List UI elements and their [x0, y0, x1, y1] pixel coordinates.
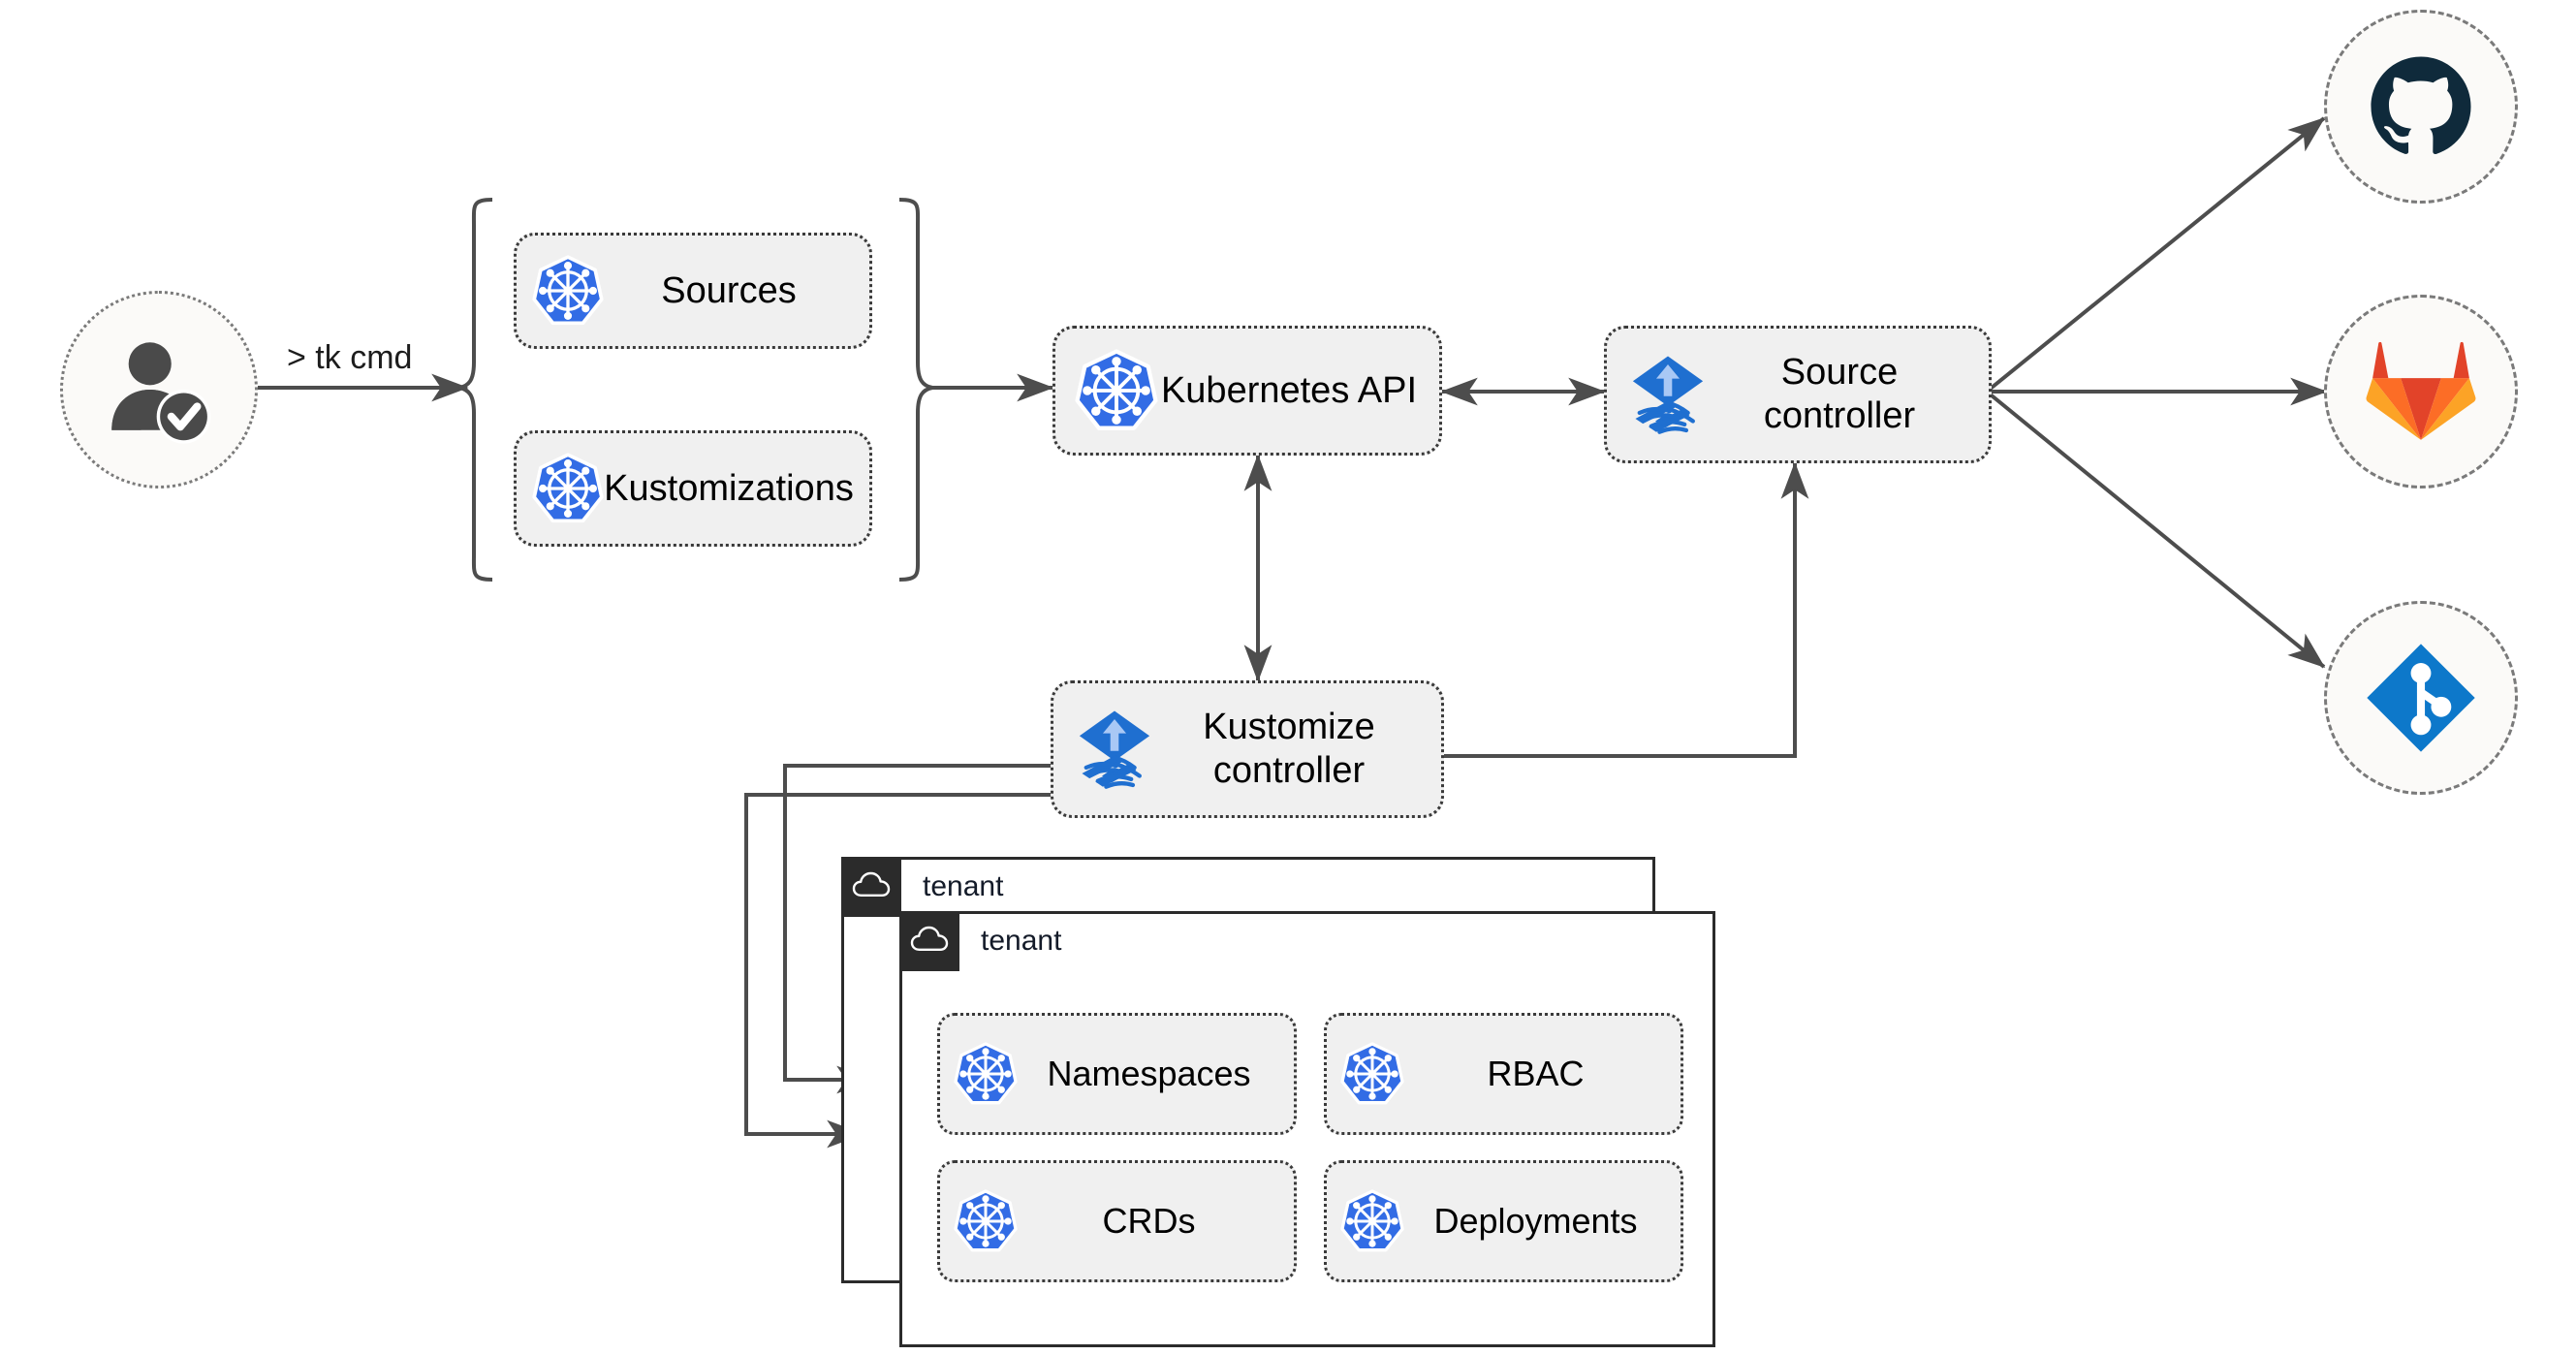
tenant-header: tenant [841, 857, 1003, 917]
edge-source-to-git [1985, 390, 2326, 669]
edge-kustomize-to-source [1442, 461, 1809, 758]
right-curly-brace [898, 198, 933, 582]
repo-gitlab[interactable] [2324, 295, 2518, 488]
flux-icon [1073, 708, 1156, 791]
tenant-window-2[interactable]: tenant Namespaces RBAC CRDs [899, 911, 1715, 1347]
user-check-icon [103, 333, 215, 446]
tenant-resource-label: Namespaces [1047, 1053, 1251, 1093]
kubernetes-icon [954, 1042, 1018, 1106]
tenant-label: tenant [923, 870, 1004, 902]
tenant-label: tenant [981, 925, 1062, 957]
tenant-resource-crds[interactable]: CRDs [937, 1160, 1297, 1282]
github-icon [2371, 56, 2471, 154]
cli-command-label: > tk cmd [287, 339, 413, 376]
tenant-header: tenant [899, 911, 1061, 971]
cloud-icon [899, 911, 959, 971]
kubernetes-icon [532, 453, 604, 524]
kubernetes-icon [954, 1189, 1018, 1253]
resource-card-label: Sources [661, 269, 797, 311]
git-icon [2365, 642, 2477, 754]
resource-card-label: Kustomizations [604, 467, 854, 509]
tenant-resource-label: CRDs [1102, 1200, 1196, 1241]
tenant-resource-rbac[interactable]: RBAC [1324, 1013, 1683, 1135]
tenant-resource-deployments[interactable]: Deployments [1324, 1160, 1683, 1282]
kubernetes-api-label: Kubernetes API [1160, 369, 1418, 411]
kubernetes-icon [1075, 349, 1158, 432]
resource-card-sources[interactable]: Sources [514, 233, 872, 349]
kubernetes-icon [1340, 1189, 1404, 1253]
tenant-resource-grid: Namespaces RBAC CRDs Deployments [937, 1013, 1683, 1282]
user-actor[interactable] [60, 291, 258, 488]
resource-card-kustomizations[interactable]: Kustomizations [514, 430, 872, 547]
source-controller-node[interactable]: Source controller [1604, 326, 1992, 463]
kustomize-controller-node[interactable]: Kustomize controller [1051, 680, 1444, 818]
left-curly-brace [458, 198, 493, 582]
tenant-resource-label: Deployments [1433, 1200, 1638, 1241]
source-controller-label: Source controller [1763, 352, 1916, 436]
kubernetes-icon [532, 255, 604, 327]
repo-github[interactable] [2324, 10, 2518, 204]
gitlab-icon [2366, 341, 2476, 440]
tenant-resource-label: RBAC [1487, 1053, 1585, 1093]
kustomize-controller-label: Kustomize controller [1203, 707, 1375, 791]
repo-git[interactable] [2324, 601, 2518, 795]
kubernetes-api-node[interactable]: Kubernetes API [1052, 326, 1442, 456]
cloud-icon [841, 857, 901, 917]
flux-icon [1626, 353, 1710, 436]
tenant-resource-namespaces[interactable]: Namespaces [937, 1013, 1297, 1135]
edge-source-to-github [1985, 116, 2326, 394]
kubernetes-icon [1340, 1042, 1404, 1106]
